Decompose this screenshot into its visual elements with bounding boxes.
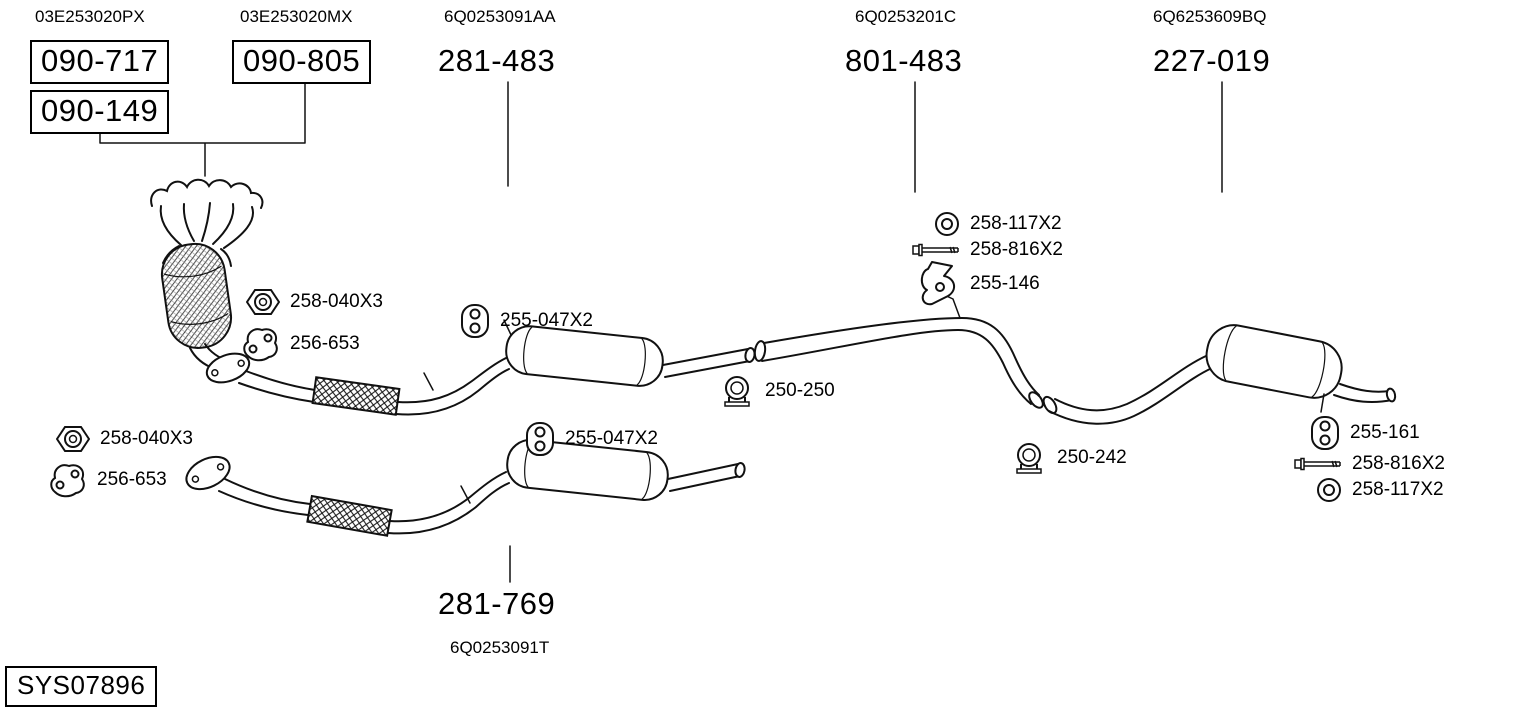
- part-number[interactable]: 255-047X2: [565, 428, 658, 449]
- part-number[interactable]: 227-019: [1153, 43, 1271, 78]
- part-number[interactable]: 281-483: [438, 43, 556, 78]
- hanger-icon: [460, 303, 490, 339]
- part-callout: 255-161: [1310, 415, 1420, 451]
- front-pipe-drawing: [238, 357, 510, 416]
- part-number[interactable]: 250-250: [765, 380, 835, 401]
- part-callout: 258-816X2: [912, 239, 1063, 261]
- manifold-catalyst-drawing: [150, 178, 264, 384]
- part-callout: 256-653: [49, 462, 167, 498]
- part-callout: 258-040X3: [246, 287, 383, 317]
- part-callout: 255-146: [918, 260, 1040, 308]
- part-number[interactable]: 281-769: [438, 586, 556, 621]
- bolt-icon: [912, 243, 960, 257]
- part-callout: 255-047X2: [460, 303, 593, 339]
- ring-icon: [934, 211, 960, 237]
- part-number[interactable]: 258-040X3: [290, 291, 383, 312]
- part-number[interactable]: 258-117X2: [1352, 479, 1444, 500]
- part-number[interactable]: 255-146: [970, 273, 1040, 294]
- part-number[interactable]: 255-161: [1350, 422, 1420, 443]
- part-number-box[interactable]: 090-717: [30, 40, 170, 84]
- rear-muffler-drawing: [1042, 324, 1397, 425]
- part-number[interactable]: 255-047X2: [500, 310, 593, 331]
- leader-lines: [99, 81, 1223, 583]
- part-callout: 256-653: [242, 326, 360, 362]
- part-number[interactable]: 256-653: [290, 333, 360, 354]
- clamp-icon: [1011, 441, 1047, 475]
- part-number[interactable]: 258-816X2: [1352, 453, 1445, 474]
- lower-front-pipe-drawing: [185, 431, 746, 537]
- ring-icon: [1316, 477, 1342, 503]
- bracket-icon: [918, 260, 960, 308]
- part-number[interactable]: 258-117X2: [970, 213, 1062, 234]
- oem-reference: 6Q0253201C: [855, 7, 957, 26]
- part-callout: 258-117X2: [1316, 477, 1444, 503]
- oem-reference: 03E253020PX: [35, 7, 145, 26]
- nut-icon: [56, 424, 90, 454]
- part-callout: 255-047X2: [525, 421, 658, 457]
- part-number[interactable]: 258-040X3: [100, 428, 193, 449]
- part-callout: 250-242: [1011, 441, 1127, 475]
- part-callout: 258-816X2: [1294, 453, 1445, 475]
- part-number[interactable]: 250-242: [1057, 447, 1127, 468]
- part-number-box[interactable]: 090-149: [30, 90, 170, 134]
- part-callout: 258-117X2: [934, 211, 1062, 237]
- clamp-icon: [719, 374, 755, 408]
- oem-reference: 6Q6253609BQ: [1153, 7, 1267, 26]
- oem-reference: 03E253020MX: [240, 7, 353, 26]
- bolt-icon: [1294, 457, 1342, 471]
- hanger-icon: [525, 421, 555, 457]
- oem-reference: 6Q0253091AA: [444, 7, 556, 26]
- gasket-icon: [49, 462, 87, 498]
- hanger-icon: [1310, 415, 1340, 451]
- gasket-icon: [242, 326, 280, 362]
- part-number-box[interactable]: 090-805: [232, 40, 372, 84]
- oem-reference: 6Q0253091T: [450, 638, 550, 657]
- system-id-box: SYS07896: [5, 666, 158, 707]
- part-callout: 250-250: [719, 374, 835, 408]
- nut-icon: [246, 287, 280, 317]
- part-callout: 258-040X3: [56, 424, 193, 454]
- part-number[interactable]: 801-483: [845, 43, 963, 78]
- part-number[interactable]: 256-653: [97, 469, 167, 490]
- part-number[interactable]: 258-816X2: [970, 239, 1063, 260]
